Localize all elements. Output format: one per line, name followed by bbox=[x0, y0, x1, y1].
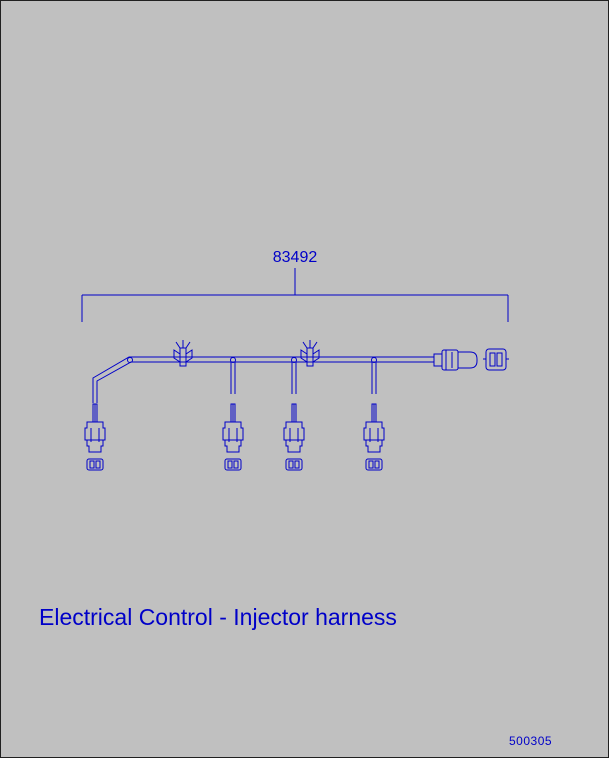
diagram-caption: Electrical Control - Injector harness bbox=[39, 604, 397, 630]
main-connector bbox=[433, 349, 478, 371]
part-bracket bbox=[81, 268, 509, 322]
injector-connector-3 bbox=[283, 403, 305, 471]
part-number-label: 83492 bbox=[273, 249, 318, 266]
harness-trunk bbox=[92, 356, 434, 403]
injector-connector-1 bbox=[84, 403, 106, 471]
harness-branches bbox=[230, 362, 377, 394]
reference-code: 500305 bbox=[509, 734, 553, 748]
injector-connector-2 bbox=[222, 403, 244, 471]
main-mating-plug bbox=[483, 348, 509, 371]
injector-connector-4 bbox=[363, 403, 385, 471]
